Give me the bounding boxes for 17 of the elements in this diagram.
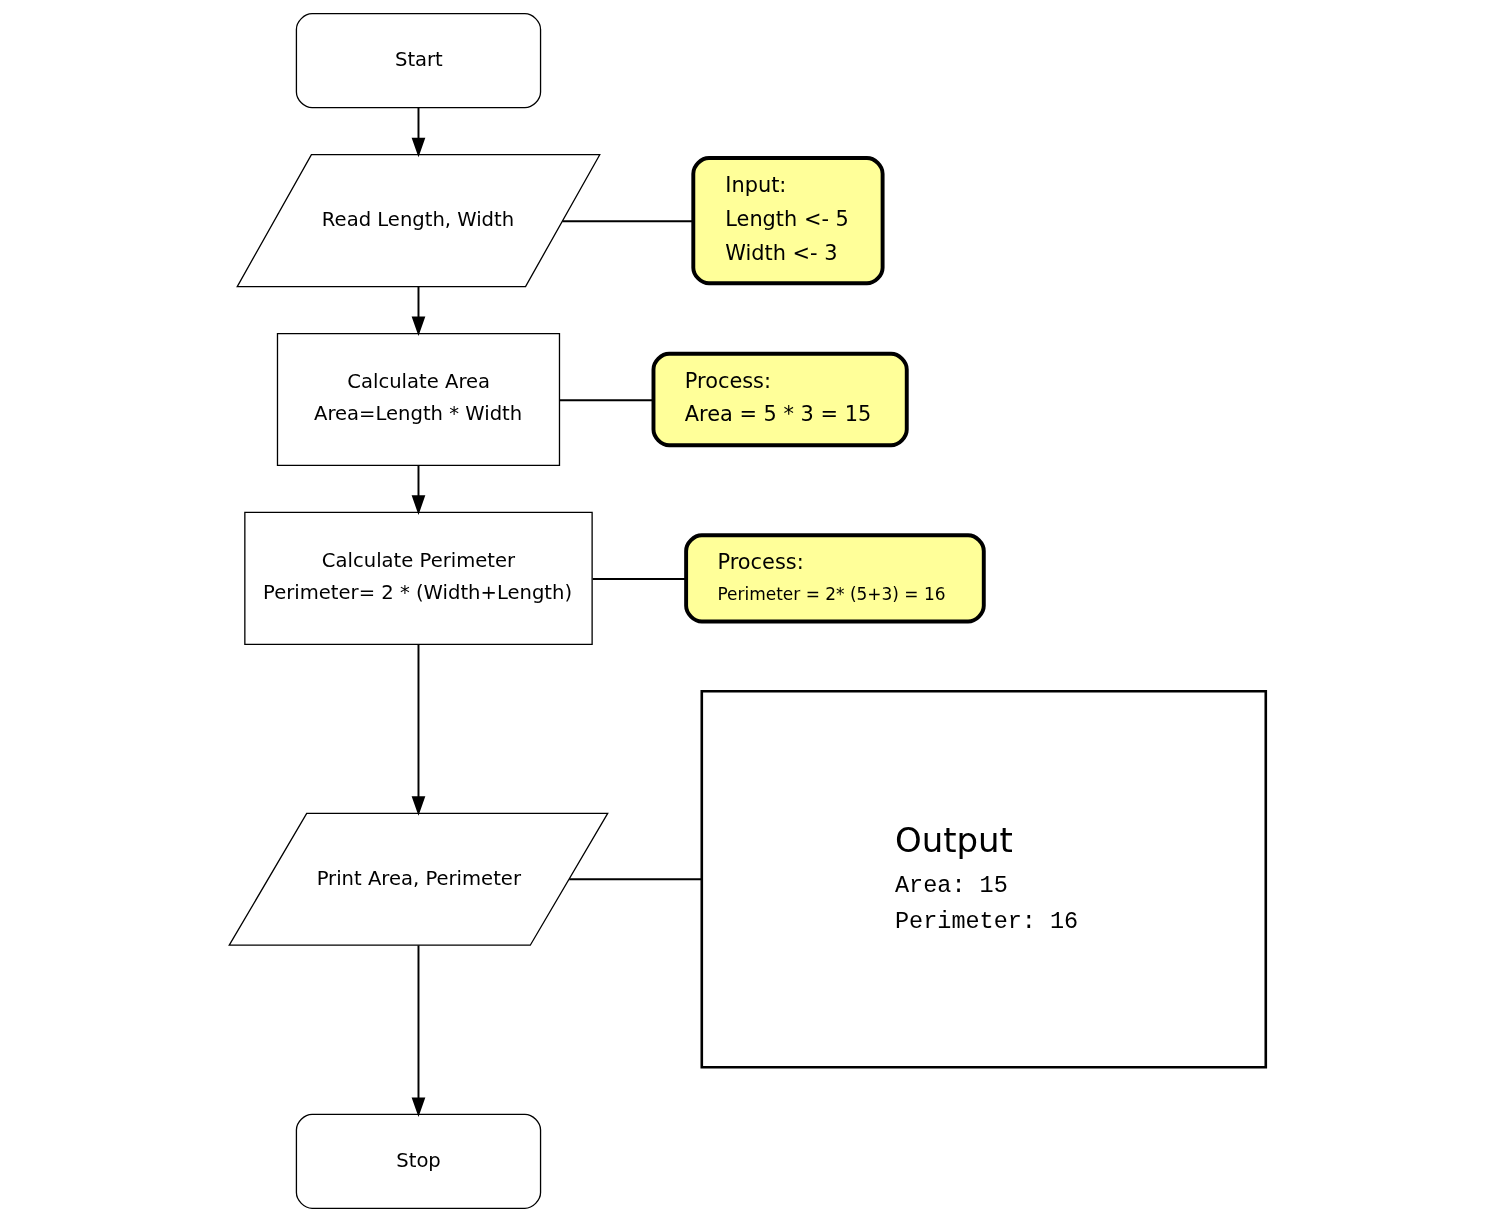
- arrow: [411, 464, 426, 515]
- arrow: [411, 106, 426, 158]
- node-box: Stop: [295, 1113, 542, 1209]
- arrow: [411, 643, 426, 816]
- node-box: Start: [295, 13, 542, 109]
- node-box: Input: Length <- 5 Width <- 3: [691, 156, 885, 286]
- node-box: Calculate Perimeter Perimeter= 2 * (Width+Length): [244, 511, 593, 645]
- connector: [591, 578, 687, 580]
- arrow: [411, 285, 426, 337]
- connector: [568, 878, 703, 881]
- node-box: Process: Area = 5 * 3 = 15: [651, 351, 909, 448]
- connector: [558, 399, 654, 402]
- node-box: Process: Perimeter = 2* (5+3) = 16: [684, 533, 986, 624]
- node-box: Calculate Area Area=Length * Width: [276, 332, 561, 467]
- node-box: Output Area: 15 Perimeter: 16: [700, 690, 1268, 1069]
- arrow: [411, 944, 426, 1118]
- connector: [561, 220, 694, 223]
